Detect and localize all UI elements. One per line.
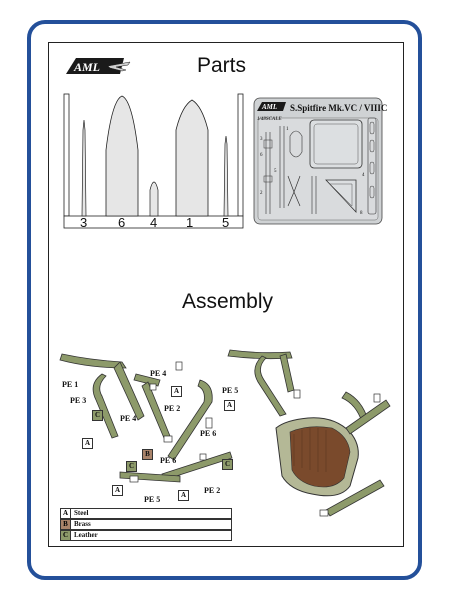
legend-label-steel: Steel (74, 509, 89, 517)
fret-number-1: 1 (286, 127, 289, 132)
logo-text: AML (73, 60, 100, 74)
part-number-4: 4 (150, 215, 158, 230)
part-number-6: 6 (118, 215, 126, 230)
seat-harness (227, 349, 391, 517)
label-pe4-left: PE 4 (120, 414, 137, 423)
part-5-rod (223, 135, 229, 217)
aml-logo: AML (66, 58, 131, 74)
label-pe2-mid: PE 2 (164, 404, 181, 413)
resin-parts-drawing (63, 93, 244, 229)
fret-title: S.Spitfire Mk.VC / VIIIC (290, 103, 388, 113)
legend-brass: B Brass (60, 519, 232, 530)
legend-leather: C Leather (60, 530, 232, 541)
tag-leather: C (92, 410, 103, 421)
legend-key-leather: C (61, 531, 71, 540)
part-3-rod (81, 119, 87, 217)
label-pe2-bottom: PE 2 (204, 486, 221, 495)
legend-label-brass: Brass (74, 520, 91, 528)
part-6-cone (105, 95, 139, 217)
label-pe5-bottom: PE 5 (144, 495, 161, 504)
label-pe5-top: PE 5 (222, 386, 239, 395)
legend-key-steel: A (61, 509, 71, 518)
label-pe6-right: PE 6 (200, 429, 217, 438)
fret-number-4: 4 (362, 173, 365, 178)
fret-number-3: 3 (260, 137, 263, 142)
seat-assembly (275, 417, 359, 497)
fret-number-5: 5 (274, 169, 277, 174)
fret-scale: 1/48SCALE (257, 117, 282, 122)
photo-etch-fret: 3 6 5 1 2 4 8 (253, 97, 383, 225)
assembly-title: Assembly (182, 290, 274, 313)
parts-title: Parts (197, 54, 247, 77)
tag-steel: A (171, 386, 182, 397)
part-number-3: 3 (80, 215, 88, 230)
label-pe6-mid: PE 6 (160, 456, 177, 465)
part-number-1: 1 (186, 215, 194, 230)
tag-leather: C (222, 459, 233, 470)
part-number-5: 5 (222, 215, 230, 230)
fret-number-6: 6 (260, 153, 263, 158)
label-pe1: PE 1 (62, 380, 79, 389)
legend-key-brass: B (61, 520, 71, 529)
tag-brass: B (142, 449, 153, 460)
fret-logo: AML (257, 102, 286, 111)
label-pe3: PE 3 (70, 396, 87, 405)
fret-number-8: 8 (360, 211, 363, 216)
legend-steel: A Steel (60, 508, 232, 519)
tag-steel: A (224, 400, 235, 411)
label-pe4-top: PE 4 (150, 369, 167, 378)
fret-number-2: 2 (260, 191, 263, 196)
part-4-bullet (149, 181, 159, 217)
left-harness (59, 353, 233, 483)
assembly-drawing (59, 349, 391, 517)
legend-label-leather: Leather (74, 531, 98, 539)
tag-steel: A (178, 490, 189, 501)
tag-steel: A (82, 438, 93, 449)
tag-steel: A (112, 485, 123, 496)
tag-leather: C (126, 461, 137, 472)
part-1-bullet (175, 99, 209, 217)
fret-logo-text: AML (261, 103, 277, 111)
